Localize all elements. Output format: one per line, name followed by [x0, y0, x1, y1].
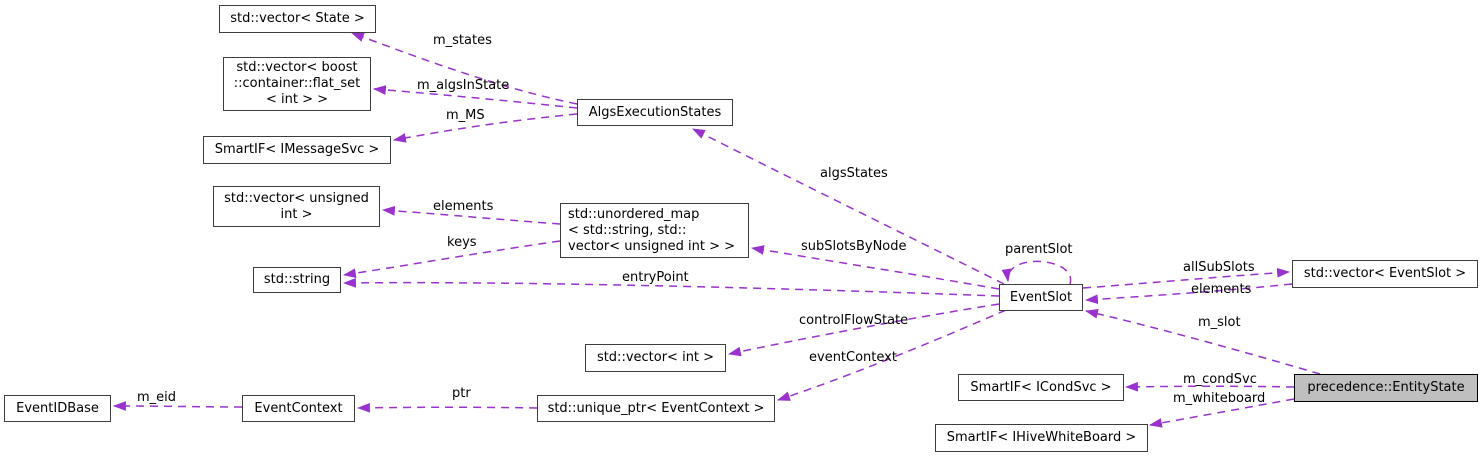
edge-label-m-ms: m_MS [446, 108, 485, 123]
node-precedence-entitystate[interactable]: precedence::EntityState [1294, 374, 1478, 402]
edge-ptr [356, 402, 538, 413]
edge-label-allsubslots: allSubSlots [1183, 260, 1255, 275]
edge-label-subslotsbynode: subSlotsByNode [801, 239, 907, 254]
node-smartif-imessagesvc[interactable]: SmartIF< IMessageSvc > [203, 136, 391, 164]
node-event-slot[interactable]: EventSlot [999, 284, 1083, 311]
node-vector-int[interactable]: std::vector< int > [585, 344, 726, 372]
node-std-string[interactable]: std::string [253, 267, 341, 293]
edge-elements-left [381, 205, 561, 225]
edge-elements-right [1084, 283, 1293, 305]
node-vector-state[interactable]: std::vector< State > [219, 5, 376, 33]
edge-label-elements-right: elements [1191, 282, 1252, 297]
node-vector-unsigned-int[interactable]: std::vector< unsigned int > [213, 186, 380, 227]
edge-entrypoint [342, 277, 1000, 297]
edge-label-m-slot: m_slot [1198, 315, 1241, 330]
edge-m-algsinstate [372, 85, 578, 109]
node-unique-ptr-eventcontext[interactable]: std::unique_ptr< EventContext > [537, 395, 775, 422]
edge-m-slot [1084, 308, 1321, 375]
edge-parentslot-loop [1001, 260, 1072, 285]
edge-algsstates [692, 128, 1005, 285]
edge-label-m-condsvc: m_condSvc [1183, 372, 1257, 387]
edge-label-ptr: ptr [452, 386, 471, 401]
edge-label-parentslot: parentSlot [1005, 242, 1073, 257]
node-algs-execution-states[interactable]: AlgsExecutionStates [577, 99, 733, 126]
node-unordered-map[interactable]: std::unordered_map < std::string, std:: … [560, 203, 749, 258]
node-smartif-ihivewhiteboard[interactable]: SmartIF< IHiveWhiteBoard > [935, 424, 1148, 452]
node-vector-flatset[interactable]: std::vector< boost ::container::flat_set… [223, 57, 371, 111]
edge-label-m-whiteboard: m_whiteboard [1173, 391, 1266, 406]
node-event-idbase[interactable]: EventIDBase [4, 395, 111, 422]
edge-m-states [350, 32, 578, 105]
edge-controlflowstate [727, 303, 1000, 357]
edge-m-ms [392, 113, 578, 143]
edge-label-controlflowstate: controlFlowState [799, 313, 909, 328]
edge-allsubslots [1082, 267, 1291, 289]
edge-label-m-algsinstate: m_algsInState [417, 78, 510, 93]
edge-eventcontext [776, 309, 1007, 401]
node-vector-eventslot[interactable]: std::vector< EventSlot > [1292, 260, 1478, 288]
edge-label-keys: keys [447, 235, 477, 250]
edge-label-elements-left: elements [433, 199, 494, 214]
edge-label-algsstates: algsStates [820, 166, 888, 181]
edge-label-m-states: m_states [433, 33, 492, 48]
edge-m-eid [112, 401, 243, 411]
edge-m-whiteboard [1148, 398, 1295, 428]
edge-label-m-eid: m_eid [137, 390, 177, 405]
edge-subslotsbynode [750, 245, 1000, 290]
edge-label-eventcontext: eventContext [809, 350, 897, 365]
node-event-context[interactable]: EventContext [242, 395, 355, 422]
edge-label-entrypoint: entryPoint [622, 270, 689, 285]
edge-m-condsvc [1124, 381, 1295, 392]
node-smartif-icondsvc[interactable]: SmartIF< ICondSvc > [958, 374, 1124, 401]
